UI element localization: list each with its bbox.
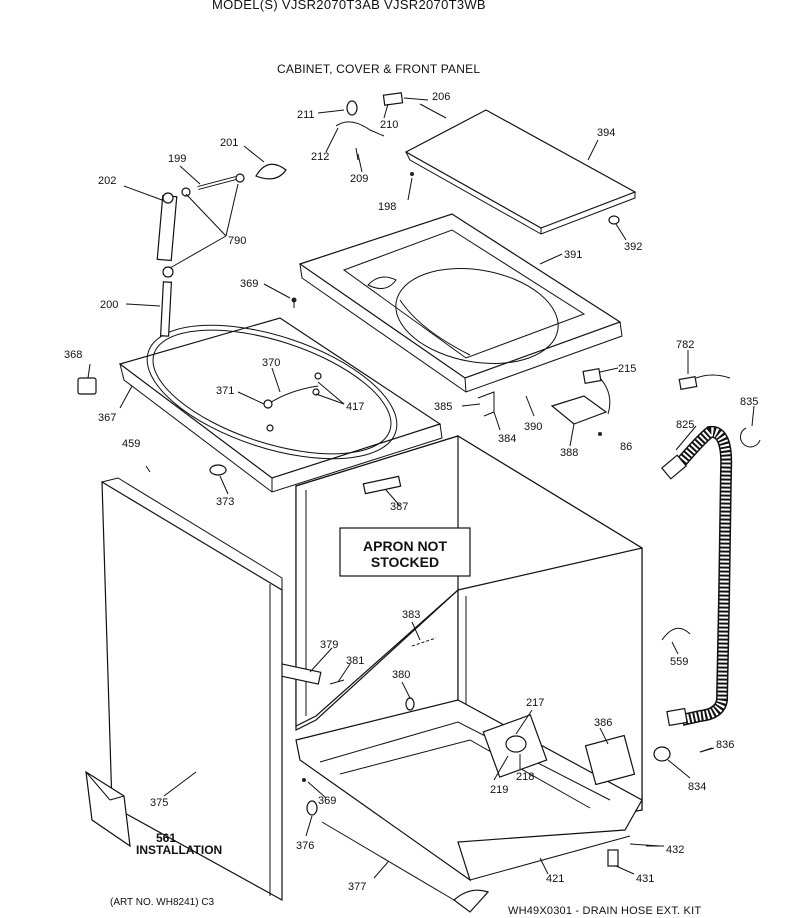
callout-202: 202 bbox=[98, 175, 116, 187]
callout-369-bottom: 369 bbox=[318, 795, 336, 807]
callout-198: 198 bbox=[378, 201, 396, 213]
callout-380: 380 bbox=[392, 669, 410, 681]
callout-199: 199 bbox=[168, 153, 186, 165]
callout-431: 431 bbox=[636, 873, 654, 885]
top-cover-lid bbox=[404, 109, 637, 235]
callout-371: 371 bbox=[216, 385, 234, 397]
callout-825: 825 bbox=[676, 419, 694, 431]
callout-782: 782 bbox=[676, 339, 694, 351]
leader-lines bbox=[87, 97, 755, 879]
callout-367: 367 bbox=[98, 412, 116, 424]
callout-392: 392 bbox=[624, 241, 642, 253]
callout-379: 379 bbox=[320, 639, 338, 651]
callout-790: 790 bbox=[228, 235, 246, 247]
callout-86: 86 bbox=[620, 441, 632, 453]
callout-834: 834 bbox=[688, 781, 706, 793]
callout-381: 381 bbox=[346, 655, 364, 667]
notice-line-1: APRON NOT bbox=[363, 538, 447, 554]
callout-391: 391 bbox=[564, 249, 582, 261]
callout-211: 211 bbox=[297, 109, 315, 121]
callout-219: 219 bbox=[490, 784, 508, 796]
callout-383: 383 bbox=[402, 609, 420, 621]
callout-417: 417 bbox=[346, 401, 364, 413]
callout-421: 421 bbox=[546, 873, 564, 885]
callout-212: 212 bbox=[311, 151, 329, 163]
section-title: CABINET, COVER & FRONT PANEL bbox=[277, 62, 481, 76]
notice-line-2: STOCKED bbox=[371, 554, 439, 570]
callout-394: 394 bbox=[597, 127, 615, 139]
kit-note: WH49X0301 - DRAIN HOSE EXT. KIT bbox=[508, 905, 702, 917]
callout-376: 376 bbox=[296, 840, 314, 852]
callout-377: 377 bbox=[348, 881, 366, 893]
callout-217: 217 bbox=[526, 697, 544, 709]
callout-218: 218 bbox=[516, 771, 534, 783]
callout-387: 387 bbox=[390, 501, 408, 513]
callout-388: 388 bbox=[560, 447, 578, 459]
model-line: MODEL(S) VJSR2070T3AB VJSR2070T3WB bbox=[212, 0, 486, 12]
callout-559: 559 bbox=[670, 656, 688, 668]
installation-label: INSTALLATION bbox=[136, 843, 222, 857]
front-panel bbox=[101, 477, 283, 902]
drain-hose bbox=[660, 426, 733, 727]
callout-201: 201 bbox=[220, 137, 238, 149]
callout-206: 206 bbox=[432, 91, 450, 103]
installation-envelope bbox=[85, 770, 131, 848]
small-parts bbox=[77, 92, 761, 913]
cabinet-top bbox=[298, 213, 623, 393]
callout-384: 384 bbox=[498, 433, 516, 445]
base-ring-frame bbox=[118, 317, 443, 493]
callout-209: 209 bbox=[350, 173, 368, 185]
callout-459: 459 bbox=[122, 438, 140, 450]
callout-373: 373 bbox=[216, 496, 234, 508]
callout-432: 432 bbox=[666, 844, 684, 856]
callout-370: 370 bbox=[262, 357, 280, 369]
callout-836: 836 bbox=[716, 739, 734, 751]
callout-numbers: 211 210 206 212 209 198 394 201 199 202 … bbox=[64, 91, 758, 893]
callout-375: 375 bbox=[150, 797, 168, 809]
installation-number: 561 bbox=[156, 831, 176, 845]
callout-210: 210 bbox=[380, 119, 398, 131]
callout-390: 390 bbox=[524, 421, 542, 433]
callout-385: 385 bbox=[434, 401, 452, 413]
callout-835: 835 bbox=[740, 396, 758, 408]
cabinet-body bbox=[278, 435, 643, 882]
callout-368: 368 bbox=[64, 349, 82, 361]
callout-369-top: 369 bbox=[240, 278, 258, 290]
callout-386: 386 bbox=[594, 717, 612, 729]
callout-200: 200 bbox=[100, 299, 118, 311]
art-number: (ART NO. WH8241) C3 bbox=[110, 897, 215, 908]
callout-215: 215 bbox=[618, 363, 636, 375]
